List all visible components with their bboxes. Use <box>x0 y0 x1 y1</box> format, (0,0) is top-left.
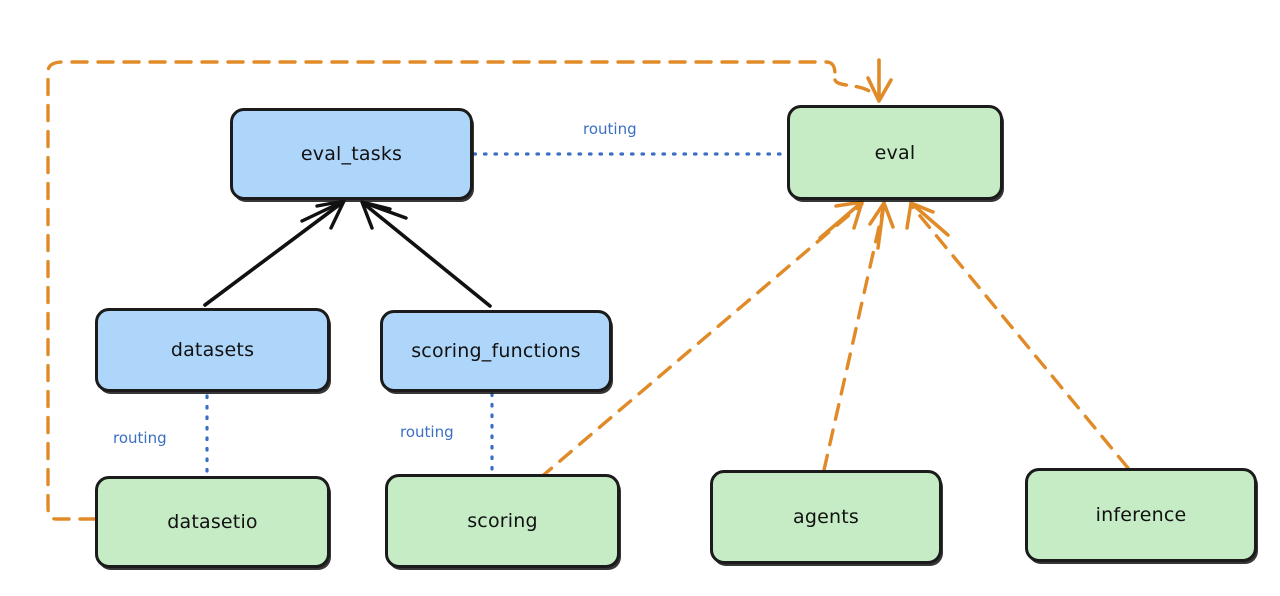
edge-datasets-eval_tasks <box>203 200 345 307</box>
node-label-scoring-functions: scoring_functions <box>411 340 581 362</box>
edge-datasetio-eval <box>46 60 837 521</box>
node-agents[interactable]: agents <box>710 470 942 564</box>
edge-inference-eval <box>909 203 1130 470</box>
arrowhead-inference-eval <box>905 201 950 237</box>
node-scoring-functions[interactable]: scoring_functions <box>380 310 612 392</box>
node-inference[interactable]: inference <box>1025 468 1257 562</box>
node-datasetio[interactable]: datasetio <box>95 476 330 568</box>
edge-scoring-eval <box>538 202 864 480</box>
node-label-inference: inference <box>1095 504 1187 526</box>
node-datasets[interactable]: datasets <box>95 308 330 392</box>
edge-label-routing-scoring-functions-scoring: routing <box>397 423 457 441</box>
edge-label-routing-eval-tasks-eval: routing <box>580 120 640 138</box>
node-label-eval: eval <box>874 141 916 164</box>
node-scoring[interactable]: scoring <box>385 474 620 568</box>
arrowhead-agents-eval <box>868 201 895 250</box>
node-label-eval-tasks: eval_tasks <box>300 143 403 165</box>
node-label-datasets: datasets <box>170 339 255 361</box>
node-label-datasetio: datasetio <box>167 511 258 533</box>
arrowhead-datasets-eval_tasks <box>300 199 346 230</box>
node-label-scoring: scoring <box>467 510 538 532</box>
edge-label-routing-datasets-datasetio: routing <box>110 429 170 447</box>
node-eval-tasks[interactable]: eval_tasks <box>230 108 473 200</box>
edge-scoring_functions-eval_tasks <box>361 201 492 308</box>
edge-agents-eval <box>822 203 886 472</box>
arrowhead-scoring-eval <box>818 200 864 240</box>
arrowhead-scoring_functions-eval_tasks <box>360 200 408 230</box>
node-eval[interactable]: eval <box>787 105 1003 200</box>
node-label-agents: agents <box>793 506 859 528</box>
arrowhead-eval-top <box>866 58 893 103</box>
edge-datasetio-eval-curve <box>833 78 878 98</box>
